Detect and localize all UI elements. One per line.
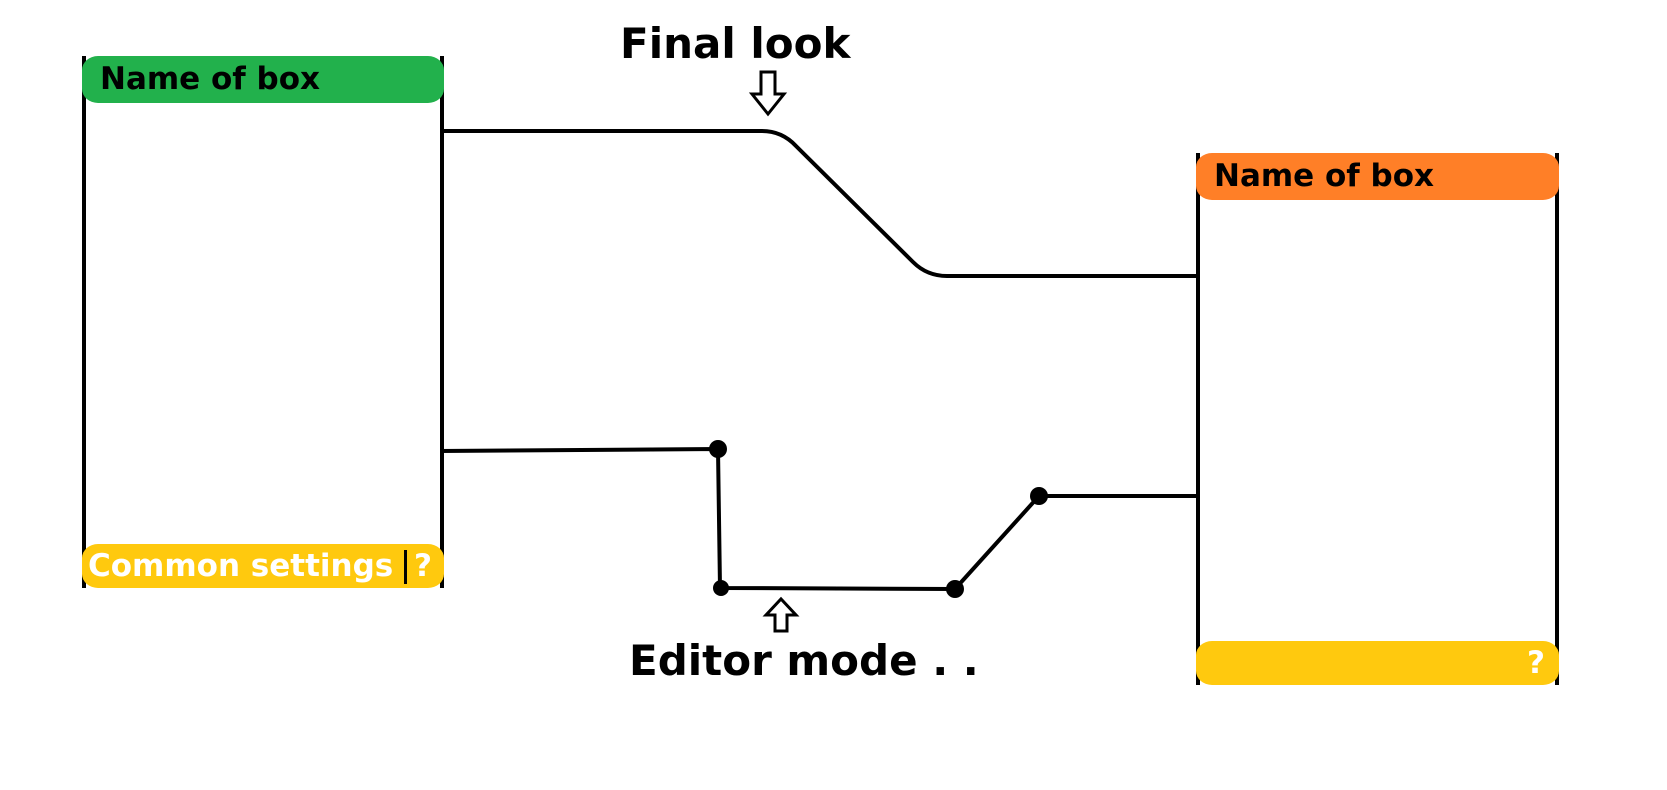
- control-point-1[interactable]: [709, 440, 727, 458]
- right-node-header[interactable]: Name of box: [1196, 153, 1559, 200]
- left-node-header[interactable]: Name of box: [82, 56, 444, 103]
- control-point-2[interactable]: [713, 580, 729, 596]
- left-help-button[interactable]: ?: [414, 548, 432, 584]
- final-look-caption: Final look: [620, 19, 851, 68]
- editor-mode-connection: [439, 447, 1199, 591]
- left-node-footer[interactable]: Common settings ?: [82, 544, 444, 588]
- common-settings-label: Common settings: [88, 548, 394, 584]
- control-point-4[interactable]: [1030, 487, 1048, 505]
- right-node-footer[interactable]: ?: [1196, 641, 1559, 685]
- up-arrow-icon: [762, 596, 800, 633]
- down-arrow-icon: [748, 70, 788, 117]
- text-cursor: [404, 550, 407, 584]
- right-help-button[interactable]: ?: [1527, 645, 1545, 681]
- editor-mode-caption: Editor mode . .: [629, 636, 979, 685]
- right-node-title: Name of box: [1214, 158, 1435, 194]
- left-node-title: Name of box: [100, 61, 321, 97]
- control-point-3[interactable]: [946, 580, 964, 598]
- final-look-connection: [440, 129, 1199, 278]
- right-node-box[interactable]: Name of box ?: [1196, 153, 1559, 685]
- left-node-box[interactable]: Name of box Common settings ?: [82, 56, 444, 588]
